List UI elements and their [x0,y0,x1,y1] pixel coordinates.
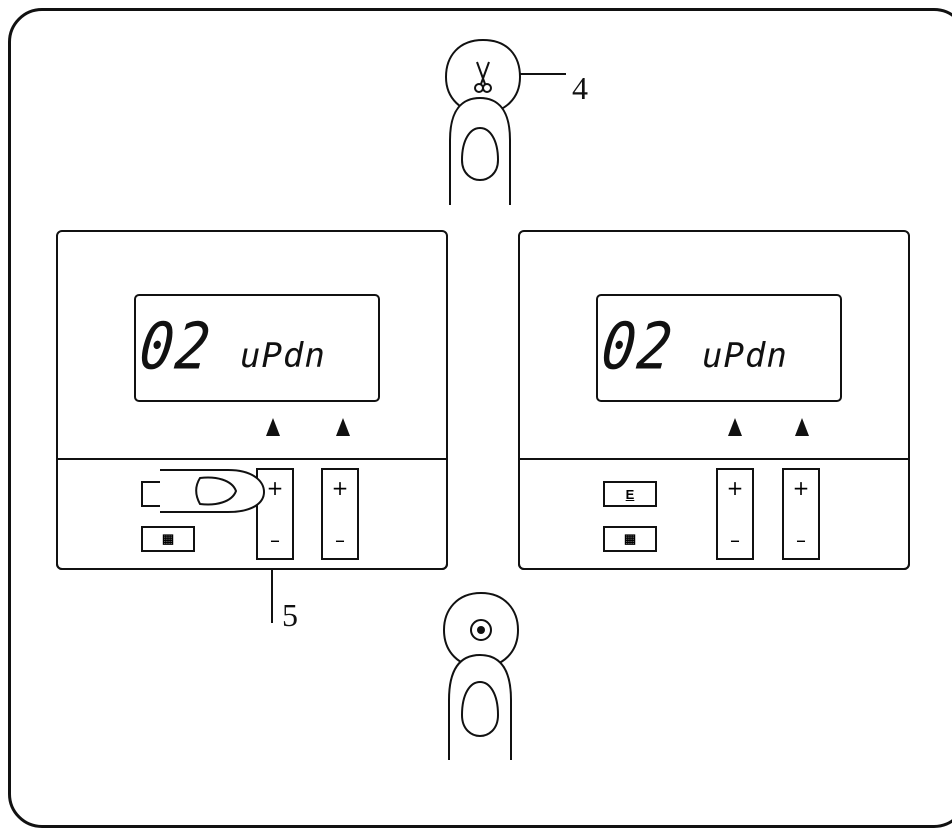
indicator-arrow [336,418,350,436]
target-icon [470,619,492,641]
scissors-icon [474,61,492,93]
indicator-arrow [728,418,742,436]
minus-label: – [730,528,740,552]
finger-press [160,469,266,513]
pattern-number: 02 [598,310,678,385]
needle-plus-minus-key[interactable]: + – [321,468,359,560]
stitch-plus-minus-key[interactable]: + – [716,468,754,560]
left-lcd-display: 02 uPdn [134,294,380,402]
right-button-strip [518,458,910,570]
memory-key[interactable]: ▦ [603,526,657,552]
diagram-linework [271,38,769,760]
minus-label: – [270,528,280,552]
right-control-panel: 02 uPdn E ▦ + – + – [518,230,910,570]
memory-key[interactable]: ▦ [141,526,195,552]
edit-key[interactable]: E [603,481,657,507]
indicator-arrow [795,418,809,436]
plus-label: + [792,476,810,500]
needle-plus-minus-key[interactable]: + – [782,468,820,560]
memory-icon: ▦ [161,531,175,546]
plus-label: + [331,476,349,500]
minus-label: – [796,528,806,552]
left-button-strip [56,458,448,570]
plus-label: + [726,476,744,500]
indicator-arrow [266,418,280,436]
callout-5: 5 [282,597,298,633]
needle-stop-indicator: uPdn [702,336,788,376]
right-lcd-display: 02 uPdn [596,294,842,402]
finger-bottom [448,653,512,760]
left-control-panel: 02 uPdn E ▦ + – + – [56,230,448,570]
minus-label: – [335,528,345,552]
finger-press-overlay [160,469,266,513]
memory-icon: ▦ [623,531,637,546]
needle-stop-indicator: uPdn [240,336,326,376]
plus-label: + [266,476,284,500]
finger-top [449,96,511,205]
callout-4: 4 [572,70,588,106]
edit-key-label: E [625,486,635,502]
